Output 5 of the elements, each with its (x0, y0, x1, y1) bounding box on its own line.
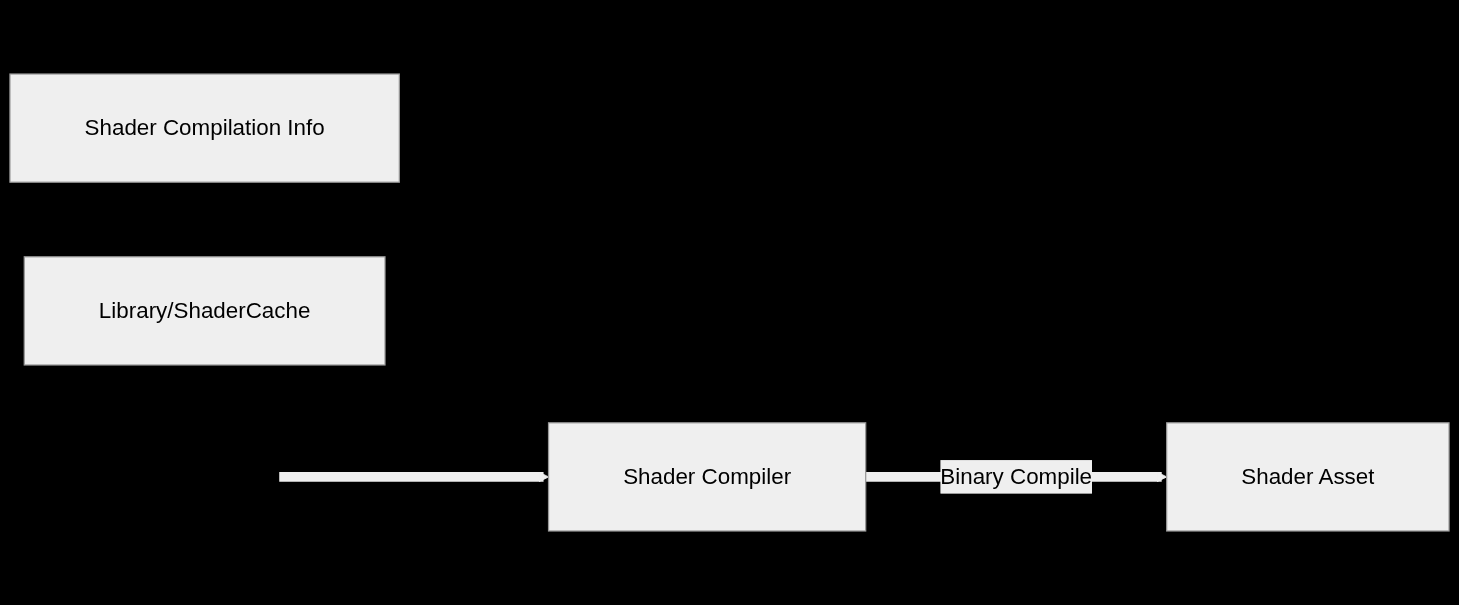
edge-label: Binary Compile (940, 463, 1093, 489)
node-box: Shader Compilation Info (9, 73, 400, 183)
node-box: Shader Compiler (547, 422, 867, 532)
node-box: Library/ShaderCache (23, 256, 386, 366)
node-box: Shader Asset (1166, 422, 1450, 532)
